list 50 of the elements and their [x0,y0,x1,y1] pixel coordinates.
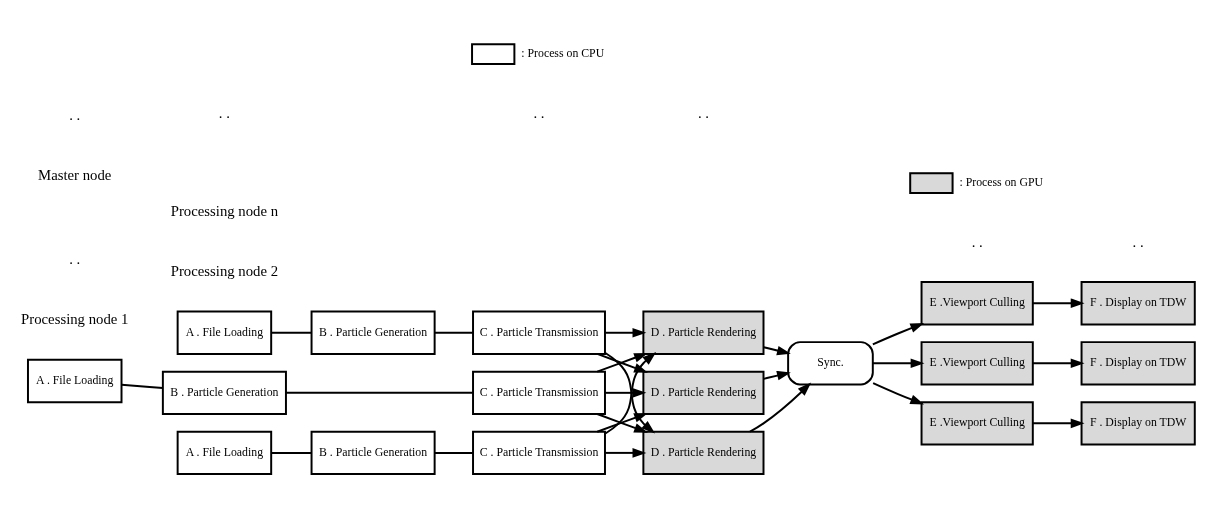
label: Processing node 1 [21,311,129,328]
connector [285,391,474,394]
arrow [749,382,812,433]
label: . . [971,233,983,250]
label: Processing node n [170,203,279,220]
node-box: B . Particle Generation [310,310,436,355]
label: . . [533,104,545,121]
connector [433,451,474,454]
arrow [1031,418,1085,429]
arrow [762,370,791,381]
arrow [596,352,648,373]
arrow [872,382,925,405]
arrow [871,358,925,369]
legend-label: : Process on GPU [959,175,1044,190]
node-box: E .Viewport Culling [920,341,1034,386]
arrow [604,448,647,458]
node-box: C . Particle Transmission [472,370,606,415]
legend-label: : Process on CPU [521,46,605,61]
node-box: A . File Loading [176,310,273,355]
node-box: B . Particle Generation [310,430,436,476]
node-box: F . Display on TDW [1080,341,1196,386]
arrow [604,327,647,338]
node-box: A . File Loading [176,430,273,476]
label: . . [1132,233,1144,250]
node-box: E .Viewport Culling [920,281,1034,326]
label: Processing node 2 [170,263,279,280]
node-box: F . Display on TDW [1080,401,1196,446]
connector [270,451,313,454]
label: . . [218,104,230,121]
arrow [1031,298,1085,309]
node-box: D . Particle Rendering [642,370,765,415]
arrow [1031,358,1085,369]
node-box: B . Particle Generation [161,370,287,415]
node-box: A . File Loading [27,358,123,404]
node-box: C . Particle Transmission [472,430,606,476]
node-box: C . Particle Transmission [472,310,606,355]
node-box: D . Particle Rendering [642,430,765,476]
label: . . [69,251,81,268]
label: Master node [38,166,112,183]
label: . . [69,106,81,123]
node-box: F . Display on TDW [1080,281,1196,326]
arrow [604,388,647,398]
label: . . [697,104,709,121]
connector [270,331,313,334]
arrow [871,322,925,346]
node-box: Sync. [787,341,874,386]
connector [433,331,474,334]
connector [120,383,164,389]
node-box: E .Viewport Culling [920,401,1034,446]
node-box: D . Particle Rendering [642,310,765,355]
